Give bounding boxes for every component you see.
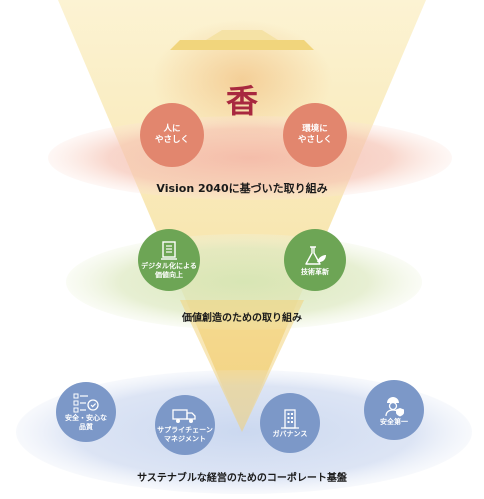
circle-label-line1: 技術革新 (301, 267, 329, 276)
circle-label-line1: 安全第一 (380, 417, 408, 426)
circle-label-line2: マネジメント (164, 435, 206, 443)
circle-digital: デジタル化による 価値向上 (138, 229, 200, 291)
worker-icon (382, 394, 406, 418)
tier3-caption: サステナブルな経営のためのコーポレート基盤 (137, 473, 347, 484)
circle-label-line1: デジタル化による (141, 262, 197, 271)
circle-innovation: 技術革新 (284, 229, 346, 291)
circle-label-line2: 品質 (79, 423, 93, 431)
circle-label-line1: ガバナンス (272, 429, 308, 438)
center-glyph: 香 (225, 82, 258, 120)
circle-quality: 安全・安心な 品質 (56, 382, 116, 442)
circle-safety-first: 安全第一 (364, 380, 424, 440)
circle-label-line2: 価値向上 (155, 271, 183, 279)
circle-supply-chain: サプライチェーン マネジメント (155, 395, 215, 455)
checklist-icon (72, 392, 100, 414)
circle-label-line1: 安全・安心な (65, 414, 107, 423)
circle-label-line1: 環境に (302, 123, 328, 134)
flask-leaf-icon (302, 244, 328, 268)
building-icon (279, 408, 301, 430)
circle-governance: ガバナンス (260, 393, 320, 453)
circle-label-line2: やさしく (297, 135, 332, 145)
document-icon (158, 240, 180, 262)
tier1-caption: Vision 2040に基づいた取り組み (156, 182, 328, 195)
circle-label-line1: サプライチェーン (157, 426, 213, 435)
circle-people: 人に やさしく (140, 103, 204, 167)
tier2-caption: 価値創造のための取り組み (182, 313, 302, 324)
truck-icon (171, 406, 199, 426)
circle-label-line2: やさしく (154, 135, 189, 145)
circle-environment: 環境に やさしく (283, 103, 347, 167)
circle-label-line1: 人に (163, 123, 181, 134)
